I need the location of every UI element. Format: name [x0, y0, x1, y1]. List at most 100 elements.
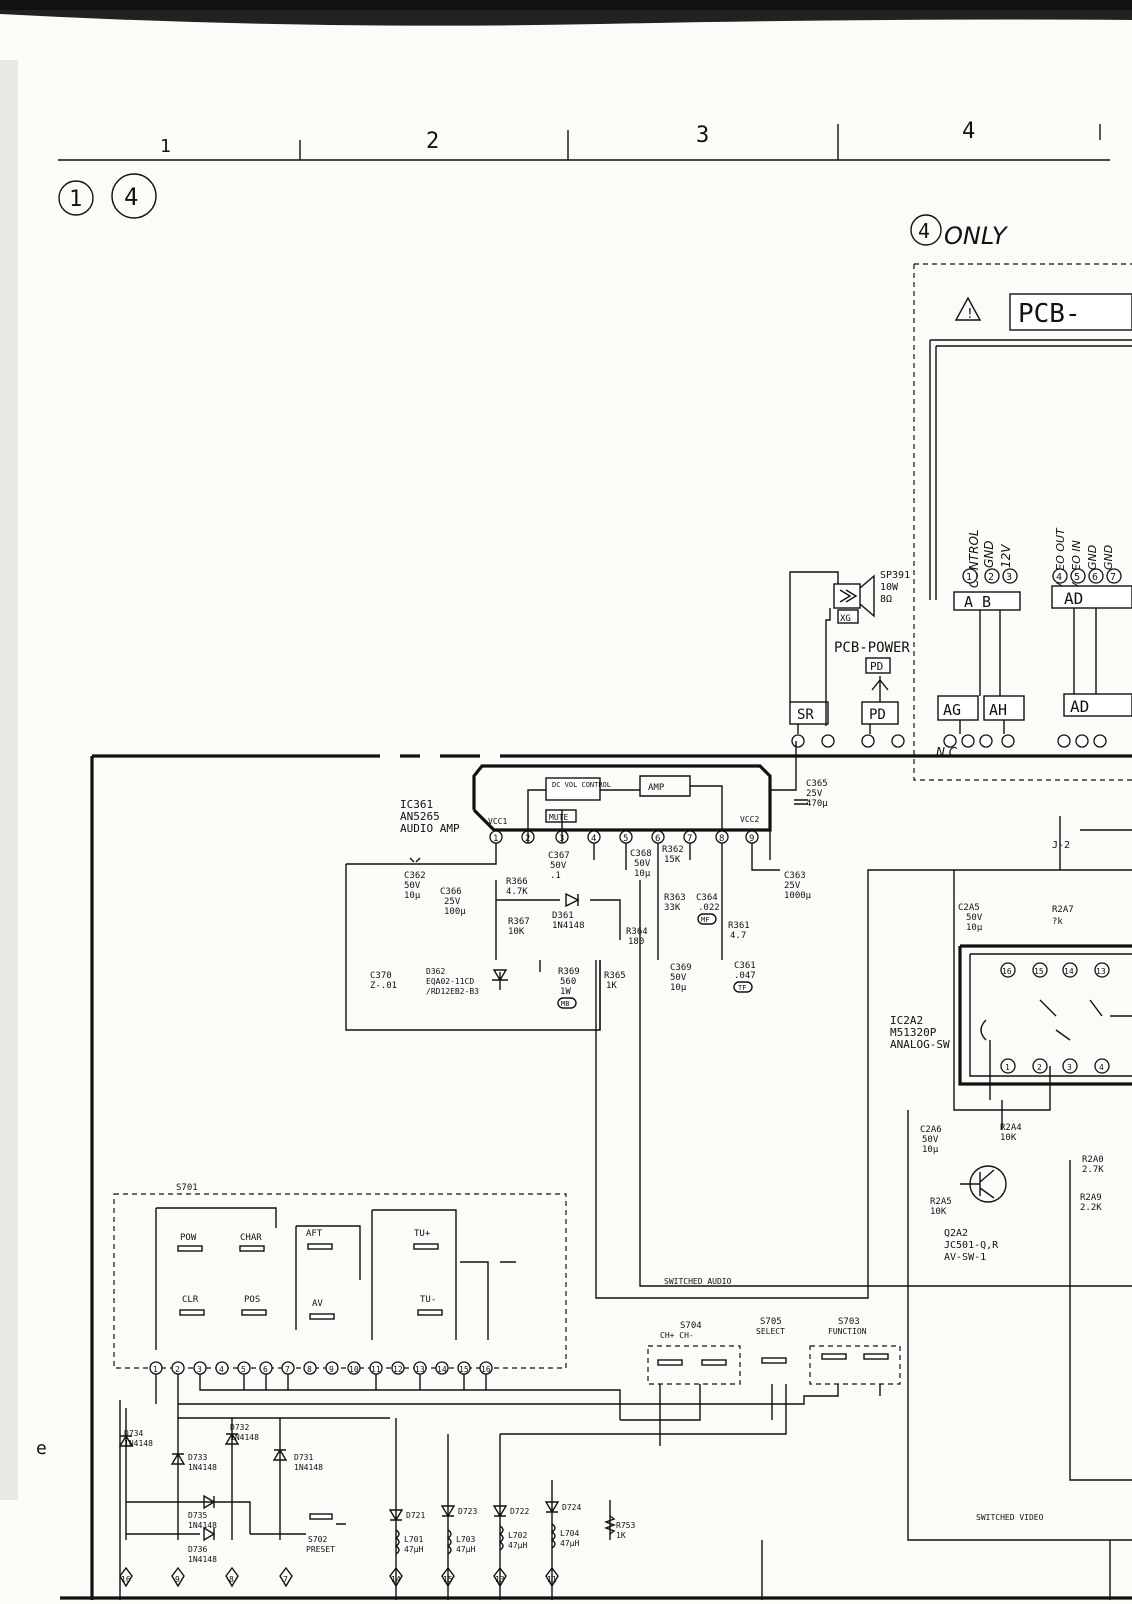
- ic2a2-func: ANALOG-SW: [890, 1038, 950, 1051]
- c2a5-v2: 10μ: [966, 923, 983, 933]
- r361-ref: R361: [728, 921, 750, 931]
- connector-boxes: A B AD AD AG AH SR PD XG N.C: [789, 585, 1132, 759]
- speaker-rating: 10W: [880, 582, 899, 593]
- key-aft-label: AFT: [306, 1229, 323, 1239]
- ic2a2-pin-15: 15: [1034, 967, 1044, 976]
- diode-d361-icon: [565, 892, 580, 908]
- key-av[interactable]: [309, 1313, 335, 1320]
- conn-label-gnd-2: GND: [1086, 545, 1099, 570]
- zone-label-3: 3: [696, 123, 709, 148]
- l701-ref: L701: [404, 1535, 423, 1544]
- l702-ref: L702: [508, 1531, 527, 1540]
- l701-value: 47μH: [404, 1545, 423, 1554]
- r2a5-v1: 10K: [930, 1207, 947, 1217]
- key-function-1[interactable]: [821, 1353, 847, 1360]
- c367-v1: 50V: [550, 861, 567, 871]
- key-function-2[interactable]: [863, 1353, 889, 1360]
- key-pos[interactable]: [241, 1309, 267, 1316]
- d731-ref: D731: [294, 1453, 313, 1462]
- resistor-r753-icon: [604, 1515, 616, 1535]
- key-ch-minus[interactable]: [701, 1359, 727, 1366]
- key-ch-plus[interactable]: [657, 1359, 683, 1366]
- c368-v1: 50V: [634, 859, 651, 869]
- c363-v2: 1000μ: [784, 891, 812, 901]
- q2a2-transistor: C2A6 50V 10μ R2A4 10K R2A5 10K Q2A2 JC50…: [920, 1123, 1104, 1263]
- key-pow[interactable]: [177, 1245, 203, 1252]
- diode-d724-icon: [544, 1501, 560, 1514]
- s701-keypad: S701 POW CHAR AFT TU+ CLR POS AV TU-: [113, 1183, 567, 1369]
- d731-part: 1N4148: [294, 1463, 323, 1472]
- ic361-mute-block: MUTE: [549, 813, 568, 822]
- scan-shadow: [0, 10, 1132, 26]
- d362-part-1: EQA02-11CD: [426, 977, 474, 986]
- d362-part-2: /RD12EB2-B3: [426, 987, 479, 996]
- ic361-pin: 9: [749, 834, 754, 844]
- q2a2-part: JC501-Q,R: [944, 1240, 999, 1251]
- circle-mark-1: 1: [69, 187, 82, 212]
- c363-v1: 25V: [784, 881, 801, 891]
- c2a6-v1: 50V: [922, 1135, 939, 1145]
- key-clr[interactable]: [179, 1309, 205, 1316]
- r2a4-ref: R2A4: [1000, 1123, 1022, 1133]
- s701-pin: 7: [285, 1365, 290, 1374]
- conn-pin-6: 6: [1092, 572, 1098, 583]
- c370-v1: Z-.01: [370, 981, 397, 991]
- c362-v1: 50V: [404, 881, 421, 891]
- c367-v2: .1: [550, 871, 561, 881]
- pcb-block-top-right: ! PCB-: [913, 263, 1132, 781]
- only-label: ONLY: [944, 222, 1009, 250]
- ic361-part: AN5265: [400, 810, 440, 823]
- s701-pin: 10: [349, 1365, 359, 1374]
- key-char[interactable]: [239, 1245, 265, 1252]
- d722-ref: D722: [510, 1507, 529, 1516]
- d735-part: 1N4148: [188, 1521, 217, 1530]
- key-aft[interactable]: [307, 1243, 333, 1250]
- ic2a2-ref: IC2A2: [890, 1014, 923, 1027]
- c362-ref: C362: [404, 871, 426, 881]
- conn-label-12v: 12V: [999, 544, 1013, 568]
- diode-d734-icon: [118, 1434, 134, 1447]
- s701-pin: 9: [329, 1365, 334, 1374]
- bottom-pins: 16 9 8 7 14 15 13 11: [119, 1566, 559, 1588]
- conn-label-gnd-3: GND: [1102, 545, 1115, 570]
- s701-pin: 2: [175, 1365, 180, 1374]
- j-net-label: J-2: [1052, 840, 1070, 851]
- key-tu-plus-label: TU+: [414, 1229, 431, 1239]
- d362-ref: D362: [426, 967, 445, 976]
- r367-v1: 10K: [508, 927, 525, 937]
- s701-pin: 14: [437, 1365, 447, 1374]
- bottom-pin-9: 9: [175, 1575, 180, 1584]
- c365-v1: 25V: [806, 789, 823, 799]
- key-tu-plus[interactable]: [413, 1243, 439, 1250]
- s705-ref: S705: [760, 1317, 782, 1327]
- capacitor-c365-icon: [794, 799, 808, 805]
- s701-pin: 1: [153, 1365, 158, 1374]
- key-preset[interactable]: [309, 1513, 333, 1520]
- c2a5-v1: 50V: [966, 913, 983, 923]
- connector-xg: XG: [840, 614, 851, 624]
- r363-v1: 33K: [664, 903, 681, 913]
- connector-sr: SR: [797, 707, 814, 723]
- ic2a2-pin-1: 1: [1005, 1063, 1010, 1072]
- r2a4-v1: 10K: [1000, 1133, 1017, 1143]
- key-select[interactable]: [761, 1357, 787, 1364]
- l703-value: 47μH: [456, 1545, 475, 1554]
- d361-ref: D361: [552, 911, 574, 921]
- diode-d732-icon: [224, 1432, 240, 1445]
- ic2a2-notch: [980, 1019, 987, 1041]
- key-pow-label: POW: [180, 1233, 197, 1243]
- bottom-pin-7: 7: [283, 1575, 288, 1584]
- r2a5-ref: R2A5: [930, 1197, 952, 1207]
- s701-pin: 13: [415, 1365, 425, 1374]
- r2a0-ref: R2A0: [1082, 1155, 1104, 1165]
- speaker-imp: 8Ω: [880, 594, 892, 605]
- key-tu-minus[interactable]: [417, 1309, 443, 1316]
- inductor-l702-icon: [498, 1525, 504, 1551]
- diode-d733-icon: [170, 1452, 186, 1465]
- key-char-label: CHAR: [240, 1233, 262, 1243]
- bottom-pin-11: 11: [547, 1575, 557, 1584]
- zone-label-1: 1: [160, 136, 171, 157]
- ic2a2-pin-2: 2: [1037, 1063, 1042, 1072]
- c2a6-ref: C2A6: [920, 1125, 942, 1135]
